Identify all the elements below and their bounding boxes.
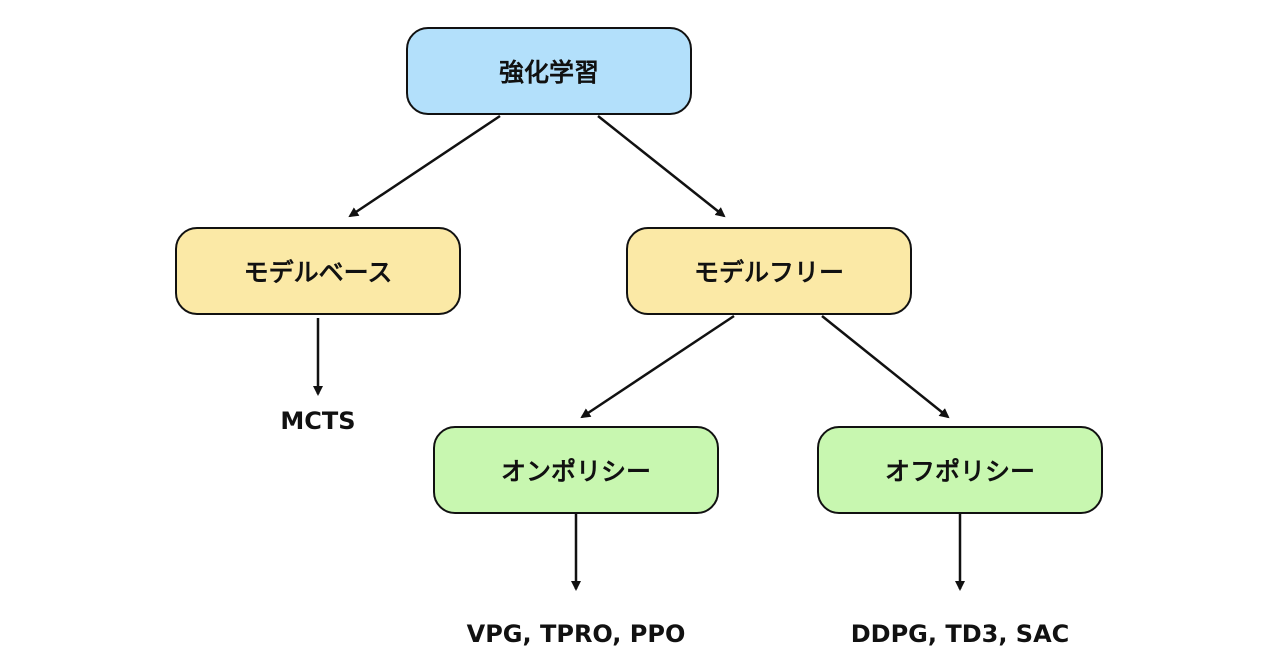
edge-root-to-model-based — [348, 114, 501, 218]
node-label: モデルフリー — [693, 258, 844, 287]
edge-root-to-model-free — [597, 115, 726, 218]
node-model-free: モデルフリー — [626, 227, 912, 315]
node-label: オンポリシー — [500, 457, 651, 486]
leaf-off-policy-algorithms: DDPG, TD3, SAC — [850, 620, 1070, 648]
node-reinforcement-learning: 強化学習 — [406, 27, 692, 115]
node-label: オフポリシー — [884, 457, 1035, 486]
node-on-policy: オンポリシー — [433, 426, 719, 514]
leaf-model-based-algorithms: MCTS — [280, 407, 356, 435]
node-label: モデルベース — [243, 258, 393, 287]
leaf-on-policy-algorithms: VPG, TPRO, PPO — [466, 620, 686, 648]
node-off-policy: オフポリシー — [817, 426, 1103, 514]
edge-model-free-to-on-policy — [580, 314, 735, 419]
node-label: 強化学習 — [498, 58, 599, 87]
node-model-based: モデルベース — [175, 227, 461, 315]
edge-model-free-to-off-policy — [821, 315, 950, 419]
